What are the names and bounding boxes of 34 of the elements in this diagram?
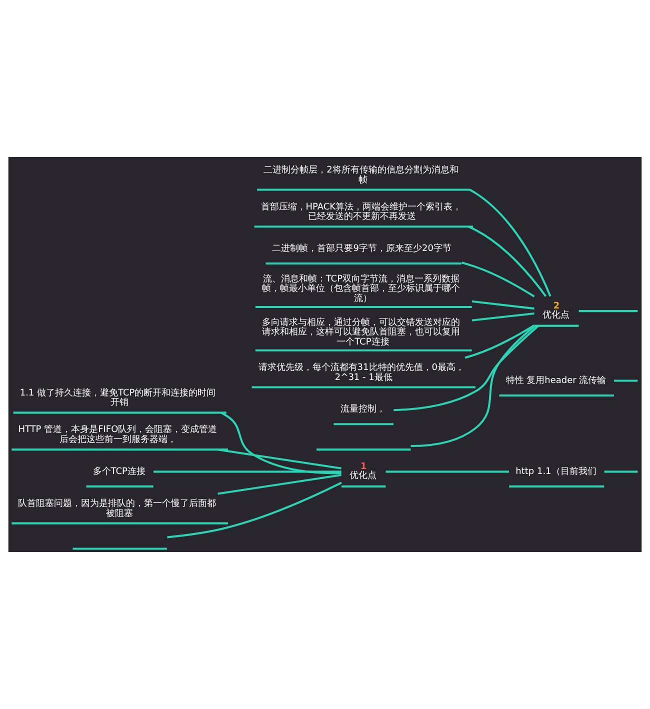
connector <box>462 262 535 298</box>
node-text: http 1.1（目前我们 <box>516 466 596 477</box>
connector <box>469 188 552 297</box>
connector <box>578 310 638 312</box>
connector <box>167 482 342 538</box>
connector <box>614 380 638 382</box>
node-text: 1.1 做了持久连接，避免TCP的断开和连接的时间开销 <box>20 388 216 408</box>
node-line <box>316 448 411 451</box>
connector <box>220 412 342 474</box>
node-text: 首部压缩，HPACK算法，两端会维护一个索引表，已经发送的不更新不再发送 <box>260 202 462 222</box>
node-text: 流、消息和帧：TCP双向字节流，消息一系列数据帧，帧最小单位（包含帧首部，至少标识属于哪个流） <box>262 274 460 304</box>
connector <box>604 470 638 473</box>
connector <box>218 474 342 495</box>
connector <box>472 312 534 322</box>
node-text: 1 优化点 <box>350 462 377 482</box>
connector <box>472 300 534 310</box>
node-text: 请求优先级，每个流都有31比特的优先值，0最高，2^31 - 1最低 <box>258 362 465 383</box>
node-text: 多个TCP连接 <box>92 466 146 477</box>
connector <box>154 470 342 473</box>
connector <box>386 470 509 473</box>
connector <box>468 226 547 297</box>
connector <box>394 325 540 412</box>
node-text: 队首阻塞问题，因为是排队的，第一个慢了后面都被阻塞 <box>18 498 216 519</box>
node-text: HTTP 管道，本身是FIFO队列，会阻塞，变成管道后会把这些前一到服务器端， <box>18 425 218 446</box>
connector <box>410 325 536 448</box>
node-text: 二进制分帧层，2将所有传输的信息分割为消息和帧 <box>264 165 458 186</box>
connector <box>464 324 535 359</box>
node-line <box>72 548 167 550</box>
node-text: 特性 复用header 流传输 <box>506 376 606 386</box>
node-text: 2 优化点 <box>542 301 570 320</box>
node-text: 流量控制， <box>340 404 386 415</box>
connector <box>218 448 342 470</box>
node-text: 二进制帧，首部只要9字节，原来至少20字节 <box>272 244 452 254</box>
node-text: 多向请求与相应，通过分帧，可以交错发送对应的请求和相应，这样可以避免队首阻塞，也可以复用一个TCP连接 <box>262 318 460 348</box>
